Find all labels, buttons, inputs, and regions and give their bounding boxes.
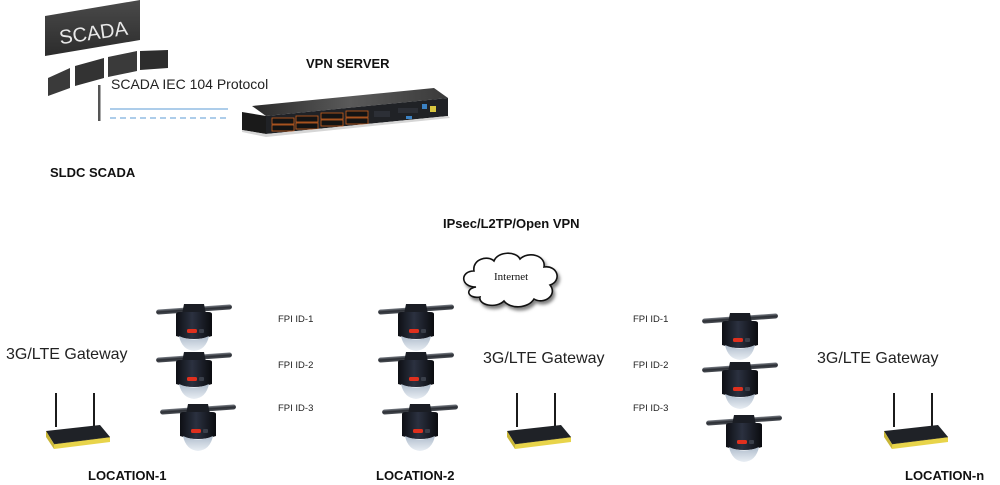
fpi-label: FPI ID-2 bbox=[633, 360, 669, 371]
gateway-label: 3G/LTE Gateway bbox=[817, 350, 939, 367]
fault-indicator-icon bbox=[380, 398, 460, 454]
vpn-server-title: VPN SERVER bbox=[306, 56, 390, 71]
router-icon bbox=[880, 393, 950, 453]
fpi-label: FPI ID-3 bbox=[633, 403, 669, 414]
fault-indicator-icon bbox=[376, 346, 456, 402]
cloud-icon bbox=[462, 252, 558, 308]
fpi-label: FPI ID-2 bbox=[278, 360, 314, 371]
fault-indicator-icon bbox=[700, 307, 780, 363]
fault-indicator-icon bbox=[700, 356, 780, 412]
router-icon bbox=[42, 393, 112, 453]
location-name: LOCATION-n bbox=[905, 468, 985, 483]
scada-center: SCADA bbox=[40, 0, 180, 125]
internet-label: Internet bbox=[494, 271, 529, 283]
internet-cloud: Internet bbox=[454, 247, 574, 311]
protocol-label: SCADA IEC 104 Protocol bbox=[111, 76, 269, 92]
fault-indicator-icon bbox=[154, 346, 234, 402]
scada-vpn-link bbox=[110, 108, 228, 119]
fpi-label: FPI ID-1 bbox=[633, 314, 669, 325]
fpi-label: FPI ID-1 bbox=[278, 314, 314, 325]
router-icon bbox=[503, 393, 573, 453]
location-name: LOCATION-2 bbox=[376, 468, 455, 483]
fault-indicator-icon bbox=[158, 398, 238, 454]
vpn-protocols-label: IPsec/L2TP/Open VPN bbox=[443, 216, 580, 231]
gateway-label: 3G/LTE Gateway bbox=[483, 350, 605, 367]
location-name: LOCATION-1 bbox=[88, 468, 167, 483]
fpi-label: FPI ID-3 bbox=[278, 403, 314, 414]
vpn-server-icon bbox=[242, 88, 450, 137]
scada-center-caption: SLDC SCADA bbox=[50, 165, 136, 180]
gateway-label: 3G/LTE Gateway bbox=[6, 346, 128, 363]
drive-bays bbox=[271, 110, 369, 132]
scada-logo-icon: SCADA bbox=[45, 0, 168, 121]
fault-indicator-icon bbox=[704, 409, 784, 465]
